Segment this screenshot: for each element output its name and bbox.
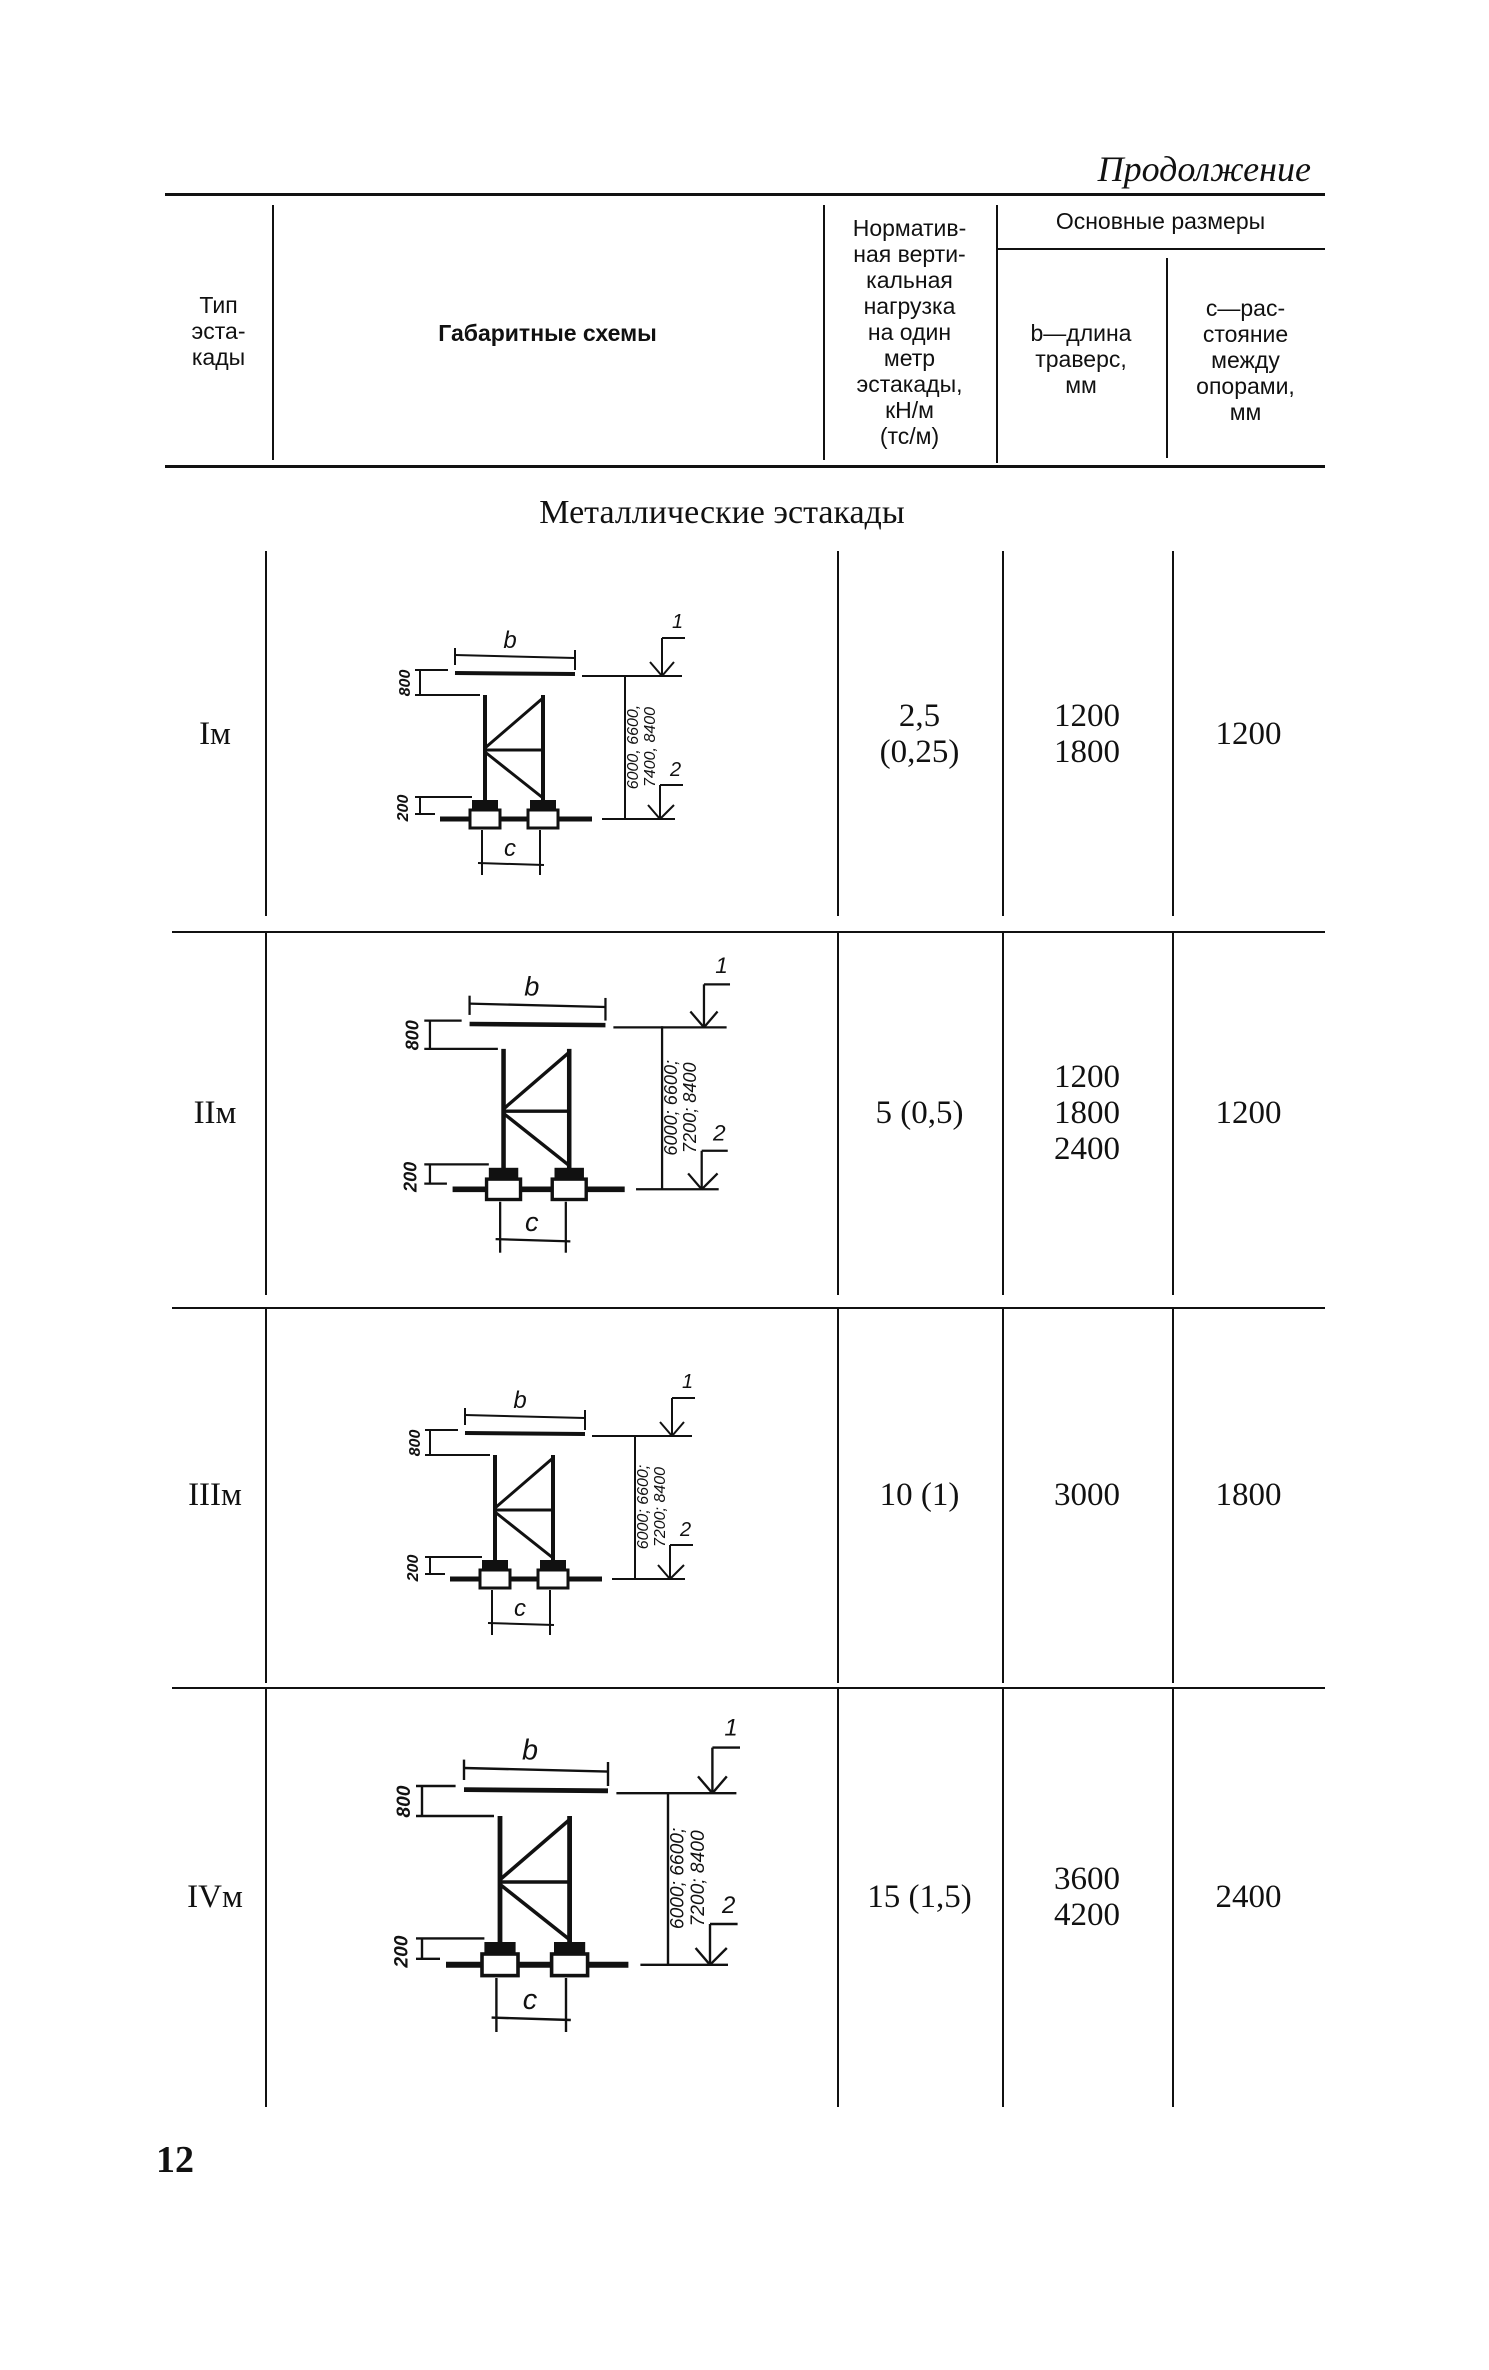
header-divider	[823, 205, 825, 460]
column-divider	[265, 1307, 267, 1683]
column-divider	[265, 931, 267, 1295]
column-divider	[1002, 1307, 1004, 1683]
section-title: Металлические эстакады	[539, 494, 905, 531]
dim-c-label: c	[523, 1984, 538, 2016]
height-label-1: 6000; 6600;	[668, 1828, 689, 1929]
dim-800-label: 800	[397, 670, 414, 697]
cell-c: 1200	[1215, 715, 1282, 752]
cell-type: IIIм	[188, 1477, 242, 1513]
marker-1-label: 1	[724, 1715, 737, 1742]
column-divider	[1002, 931, 1004, 1295]
cell-b: 3000	[1054, 1477, 1120, 1513]
column-divider	[837, 1687, 839, 2107]
height-label-1: 6000; 6600;	[661, 1060, 681, 1156]
dim-200-label: 200	[395, 795, 412, 823]
header-divider	[996, 205, 998, 463]
dim-200-label: 200	[405, 1555, 422, 1583]
row-separator	[172, 931, 1325, 933]
column-divider	[265, 551, 267, 916]
cell-load: 15 (1,5)	[867, 1879, 972, 1915]
column-divider	[837, 551, 839, 916]
cell-c: 2400	[1215, 1879, 1282, 1915]
height-label-2: 7200; 8400	[680, 1062, 700, 1153]
header-type: Тип эста- кады	[191, 292, 246, 370]
marker-2-label: 2	[679, 1519, 691, 1541]
column-divider	[837, 931, 839, 1295]
cell-load: 5 (0,5)	[875, 1095, 964, 1131]
clearance-diagram: b c 800 200 6000, 6600, 7400, 8400 1 2	[395, 611, 685, 875]
clearance-diagram: b c 800 200 6000; 6600; 7200; 8400 1 2	[400, 953, 731, 1253]
header-c: c—рас- стояние между опорами, мм	[1196, 295, 1295, 425]
marker-2-label: 2	[712, 1121, 726, 1146]
cell-load: 10 (1)	[879, 1477, 960, 1513]
column-divider	[265, 1687, 267, 2107]
dim-b-label: b	[513, 1387, 526, 1414]
dim-c-label: c	[525, 1206, 539, 1237]
cell-type: IIм	[193, 1095, 237, 1131]
dim-c-label: c	[504, 835, 516, 862]
dim-200-label: 200	[400, 1162, 420, 1193]
header-divider	[272, 205, 274, 460]
dim-b-label: b	[524, 971, 539, 1002]
cell-c: 1800	[1215, 1477, 1282, 1513]
clearance-diagram: b c 800 200 6000; 6600; 7200; 8400 1 2	[392, 1715, 740, 2032]
dim-800-label: 800	[407, 1430, 424, 1457]
dim-b-label: b	[503, 627, 516, 654]
continuation-label: Продолжение	[1097, 149, 1311, 189]
marker-2-label: 2	[721, 1892, 735, 1919]
column-divider	[1172, 931, 1174, 1295]
column-divider	[1172, 551, 1174, 916]
cell-c: 1200	[1215, 1095, 1282, 1131]
header-bottom-rule	[165, 465, 1325, 468]
header-load: Норматив- ная верти- кальная нагрузка на…	[852, 215, 967, 449]
cell-type: Iм	[199, 715, 231, 752]
column-divider	[1172, 1307, 1174, 1683]
dim-b-label: b	[522, 1735, 538, 1767]
dim-800-label: 800	[403, 1020, 423, 1050]
subheader-rule	[996, 248, 1325, 250]
page-number: 12	[156, 2139, 194, 2181]
column-divider	[837, 1307, 839, 1683]
table-top-rule	[165, 193, 1325, 196]
header-schemes: Габаритные схемы	[438, 320, 657, 346]
cell-b: 3600 4200	[1054, 1861, 1120, 1933]
column-divider	[1172, 1687, 1174, 2107]
clearance-diagram: b c 800 200 6000; 6600; 7200; 8400 1 2	[405, 1371, 695, 1635]
row-separator	[172, 1687, 1325, 1689]
marker-1-label: 1	[715, 953, 728, 978]
marker-1-label: 1	[682, 1371, 693, 1393]
dim-c-label: c	[514, 1595, 526, 1622]
dim-800-label: 800	[394, 1785, 415, 1817]
header-divider	[1166, 258, 1168, 458]
cell-load: 2,5 (0,25)	[879, 697, 960, 770]
header-main-dims: Основные размеры	[1055, 208, 1266, 234]
height-label-1: 6000, 6600,	[625, 705, 642, 790]
dim-200-label: 200	[392, 1935, 413, 1968]
marker-2-label: 2	[669, 759, 681, 781]
cell-b: 1200 1800 2400	[1054, 1059, 1120, 1167]
marker-1-label: 1	[672, 611, 683, 633]
column-divider	[1002, 551, 1004, 916]
column-divider	[1002, 1687, 1004, 2107]
cell-b: 1200 1800	[1054, 697, 1120, 770]
height-label-2: 7400, 8400	[642, 707, 659, 787]
header-b: b—длина траверс, мм	[1030, 320, 1132, 398]
row-separator	[172, 1307, 1325, 1309]
height-label-2: 7200; 8400	[652, 1467, 669, 1547]
height-label-1: 6000; 6600;	[635, 1465, 652, 1550]
cell-type: IVм	[187, 1879, 243, 1915]
height-label-2: 7200; 8400	[688, 1830, 709, 1926]
